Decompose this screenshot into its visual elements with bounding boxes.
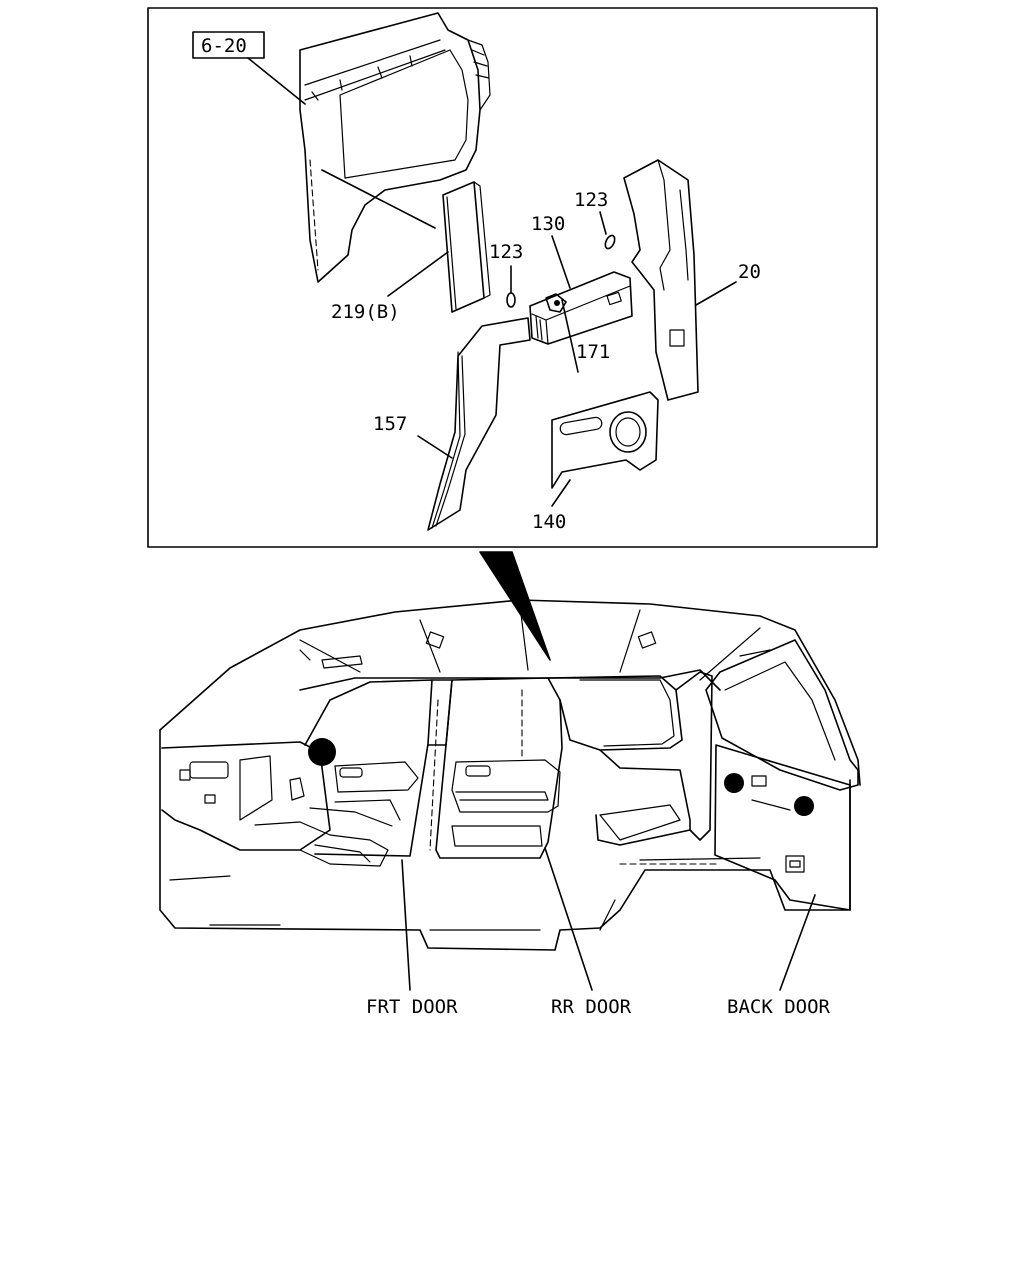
- leader-219b: [387, 251, 449, 297]
- leader-back-door: [779, 894, 816, 991]
- headliner: [159, 599, 861, 786]
- label-130: 130: [531, 213, 565, 235]
- detail-frame: [147, 7, 878, 548]
- label-157: 157: [373, 413, 407, 435]
- rear-door-outline: [435, 677, 563, 859]
- label-123b: 123: [574, 189, 608, 211]
- label-rear-door: RR DOOR: [551, 996, 632, 1018]
- label-front-door: FRT DOOR: [366, 996, 458, 1018]
- label-171: 171: [576, 341, 610, 363]
- vehicle-interior: [159, 599, 861, 951]
- leader-123b: [599, 211, 607, 235]
- part-171-screw: 171: [545, 293, 610, 373]
- part-157-trim: 157: [373, 317, 531, 531]
- leader-rear-door: [544, 847, 593, 991]
- leader-front-door: [401, 859, 411, 991]
- ref-box-label: 6-20: [201, 35, 247, 57]
- part-130-bar: 130: [529, 213, 633, 345]
- back-door-outline: [714, 744, 851, 911]
- leader-157: [417, 435, 453, 459]
- label-123a: 123: [489, 241, 523, 263]
- ref-box-leader: [247, 57, 306, 105]
- label-219b: 219(B): [331, 301, 400, 323]
- detail-pointer: [479, 551, 551, 661]
- door-callouts: FRT DOOR RR DOOR BACK DOOR: [366, 847, 831, 1018]
- leader-171: [561, 299, 579, 373]
- body-side: [159, 729, 851, 951]
- label-back-door: BACK DOOR: [727, 996, 831, 1018]
- leader-130: [551, 235, 571, 289]
- part-219b-pad: 219(B): [331, 181, 491, 323]
- part-quarter-panel: [299, 12, 491, 283]
- ref-box-frame: [192, 31, 265, 59]
- part-123-clips: 123 123: [489, 189, 616, 308]
- front-door-outline: [304, 679, 433, 857]
- leader-20: [695, 281, 737, 306]
- detail-view: 6-20 219(B) 123 123: [147, 7, 878, 548]
- part-140-panel: 140: [532, 391, 659, 533]
- label-20: 20: [738, 261, 761, 283]
- part-20-pillar: 20: [623, 159, 761, 401]
- label-140: 140: [532, 511, 566, 533]
- leader-140: [551, 479, 571, 507]
